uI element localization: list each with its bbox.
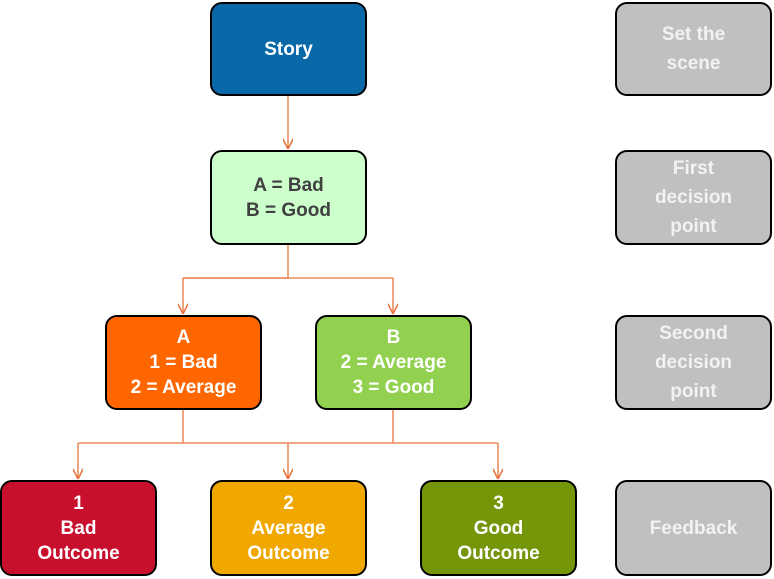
story-node-line-1: Story: [264, 38, 313, 60]
stage-3-line-3: point: [670, 381, 717, 402]
outcome-3-node: 3 Good Outcome: [420, 480, 577, 576]
branch-b-line-3: 3 = Good: [352, 377, 435, 398]
stage-second-decision-point: Second decision point: [615, 315, 772, 410]
connector-first-to-branches: [183, 245, 289, 279]
outcome-1-line-3: Outcome: [37, 542, 120, 564]
outcome-2-line-3: Outcome: [247, 542, 330, 564]
branch-a-node: A 1 = Bad 2 = Average: [105, 315, 262, 410]
outcome-1-line-1: 1: [73, 492, 84, 514]
outcome-2-line-1: 2: [283, 492, 294, 514]
stage-4-line-1: Feedback: [649, 517, 738, 539]
branch-a-line-1: A: [176, 327, 191, 348]
stage-feedback: Feedback: [615, 480, 772, 576]
outcome-1-node: 1 Bad Outcome: [0, 480, 157, 576]
branch-a-line-3: 2 = Average: [130, 377, 237, 398]
first-decision-node: A = Bad B = Good: [210, 150, 367, 245]
story-node: Story: [210, 2, 367, 96]
stage-set-the-scene: Set the scene: [615, 2, 772, 96]
outcome-3-line-1: 3: [493, 492, 504, 514]
outcome-2-node: 2 Average Outcome: [210, 480, 367, 576]
branch-b-line-2: 2 = Average: [340, 352, 447, 373]
stage-1-line-2: scene: [666, 53, 721, 74]
first-decision-line-1: A = Bad: [253, 174, 324, 196]
stage-2-line-2: decision: [654, 187, 733, 208]
outcome-3-line-2: Good: [473, 517, 524, 539]
outcome-3-line-3: Outcome: [457, 542, 540, 564]
stage-2-line-3: point: [670, 216, 717, 237]
stage-first-decision-point: First decision point: [615, 150, 772, 245]
first-decision-line-2: B = Good: [246, 199, 331, 221]
stage-1-line-1: Set the: [661, 24, 726, 45]
branch-b-line-1: B: [386, 327, 401, 348]
stage-3-line-2: decision: [654, 352, 733, 373]
stage-2-line-1: First: [672, 158, 715, 179]
outcome-2-line-2: Average: [251, 517, 326, 539]
outcome-1-line-2: Bad: [60, 517, 97, 539]
branch-a-line-2: 1 = Bad: [149, 352, 218, 373]
branch-b-node: B 2 = Average 3 = Good: [315, 315, 472, 410]
stage-3-line-1: Second: [659, 323, 728, 344]
